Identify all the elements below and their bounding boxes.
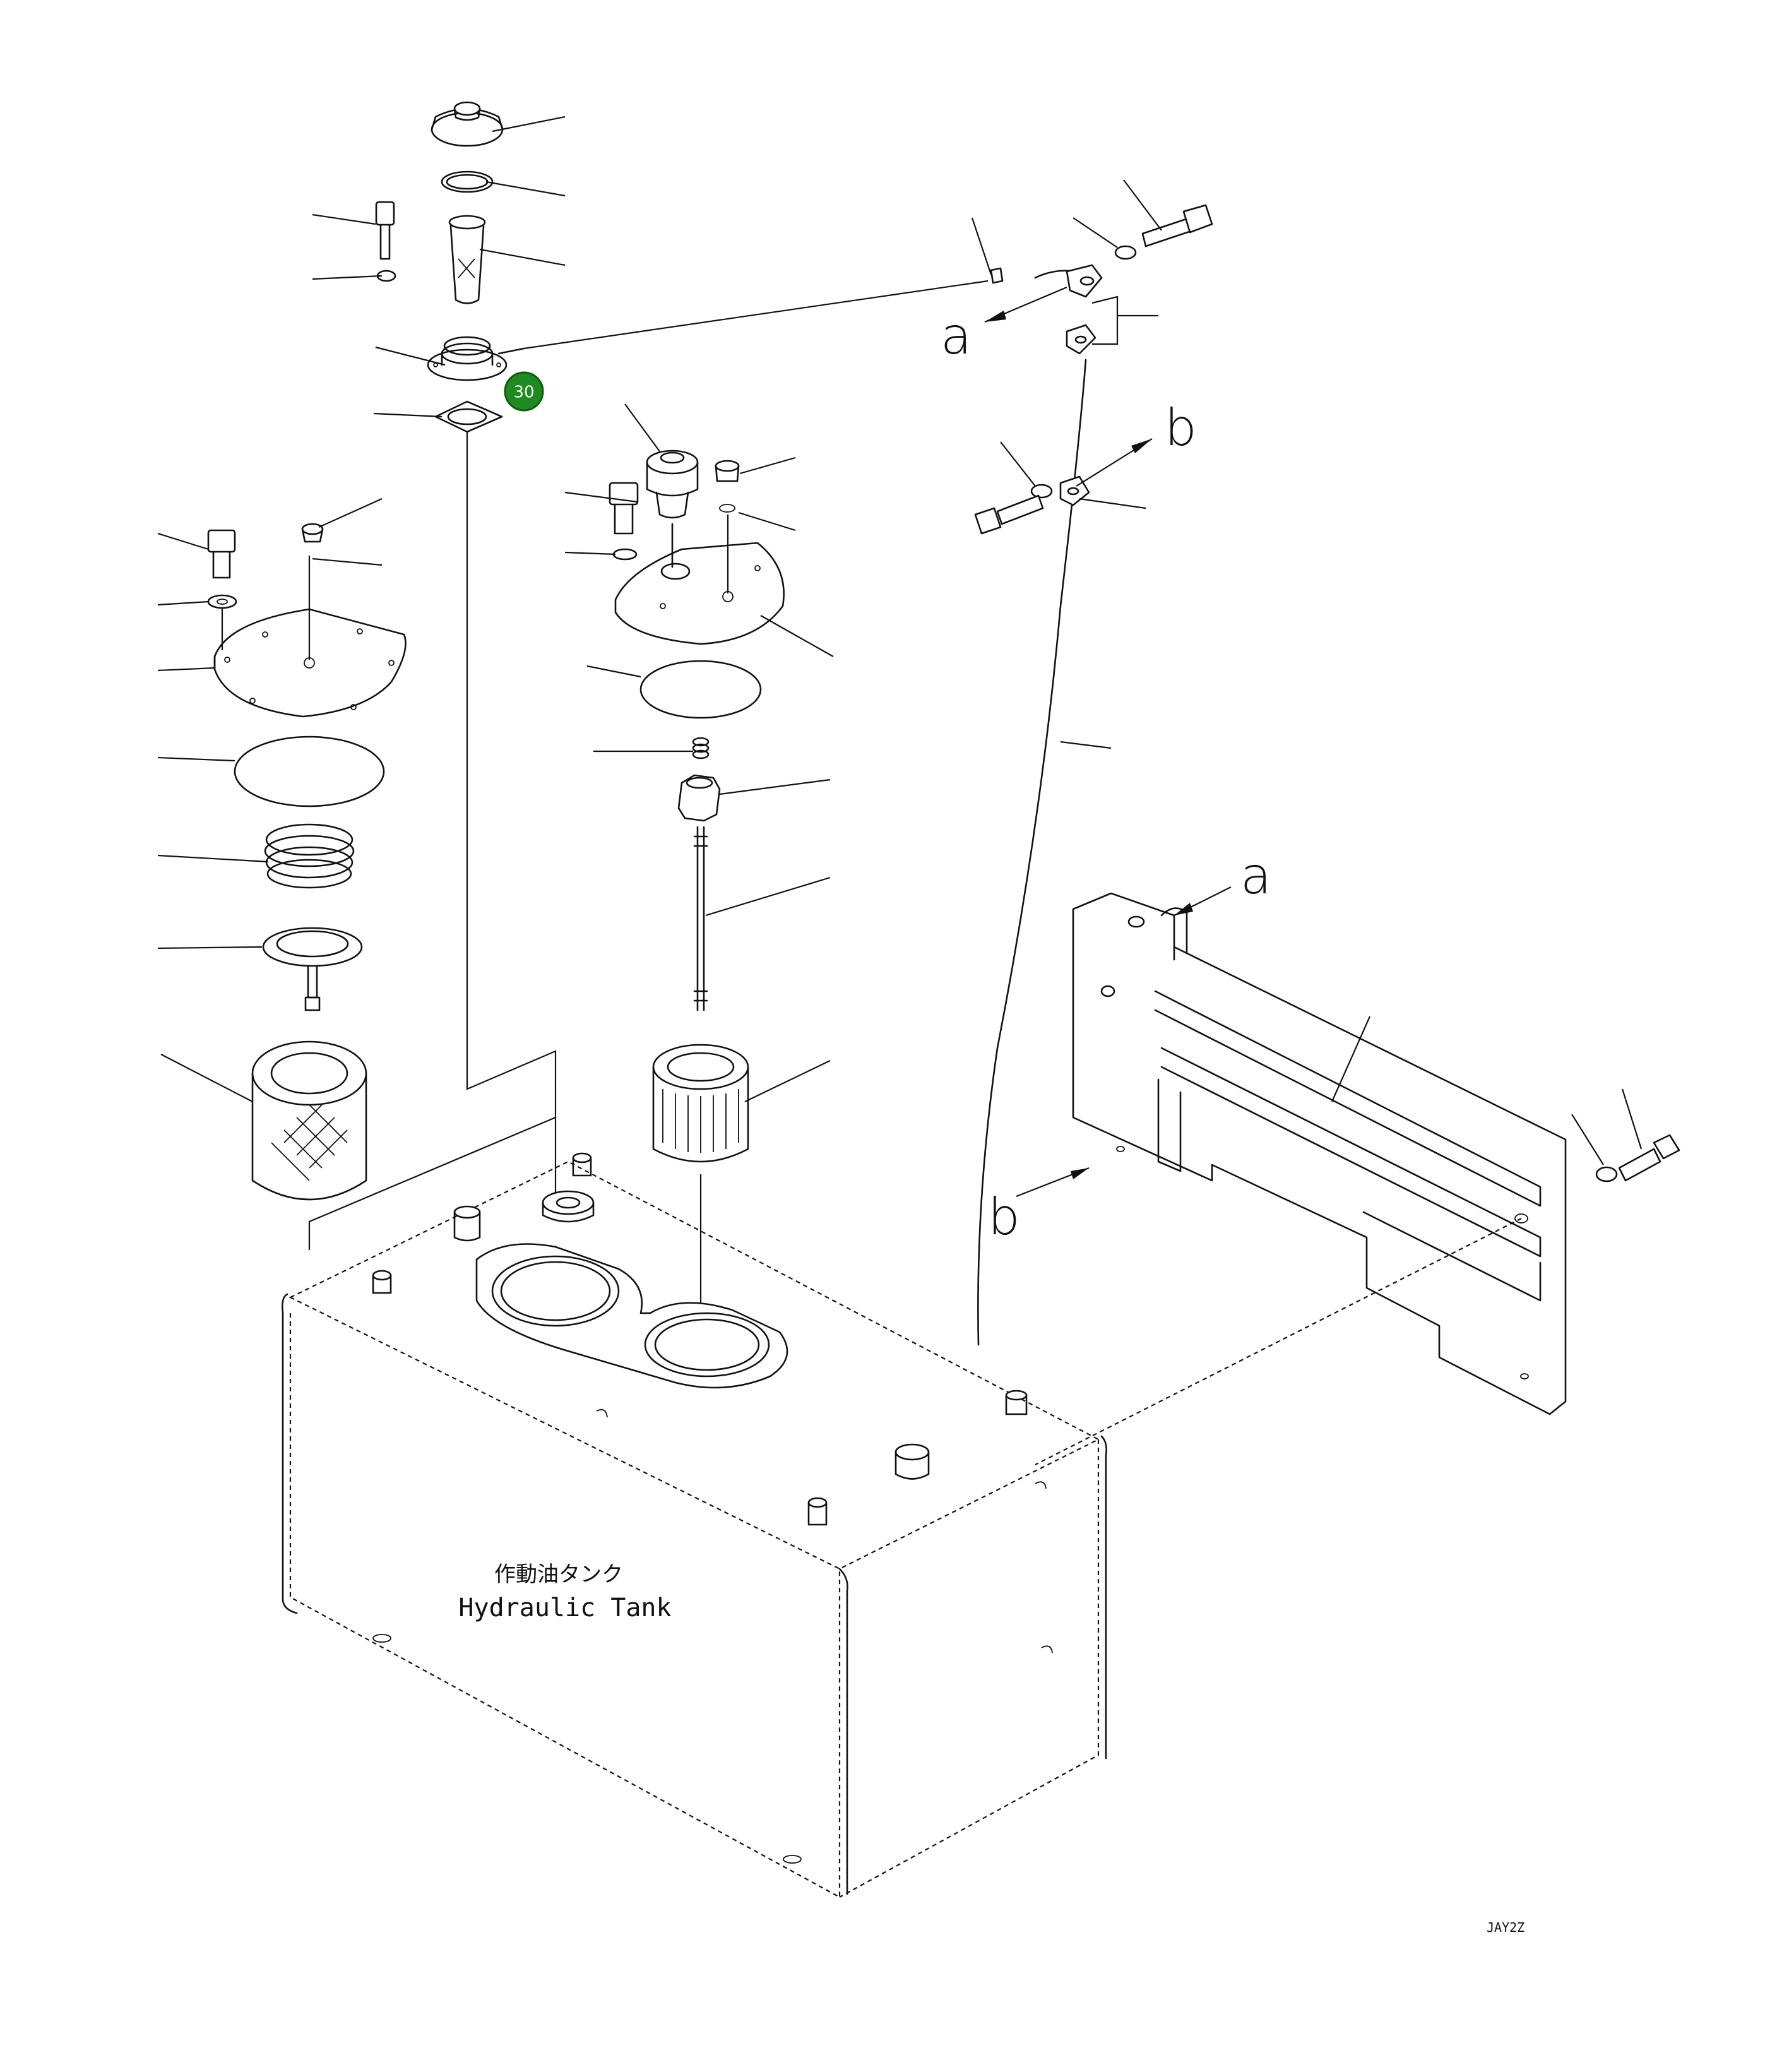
middle-washer-r (1030, 484, 1053, 499)
cap-bolt (375, 201, 395, 260)
clamp-upper (1066, 264, 1103, 355)
callout-badge-30[interactable]: 30 (504, 371, 544, 412)
arrow-a-bracket: a (1174, 847, 1271, 916)
left-spring (264, 823, 355, 889)
arrow-a-top: a (941, 286, 1067, 366)
svg-text:30: 30 (513, 383, 534, 402)
flange-gasket (434, 400, 503, 433)
svg-text:b: b (988, 1188, 1020, 1246)
strainer-tube (448, 215, 486, 304)
middle-valve-top (646, 450, 699, 519)
arrow-b-top: b (1076, 398, 1197, 487)
upper-washer (1114, 245, 1137, 260)
tank-label-jp: 作動油タンク (494, 1562, 623, 1587)
sensor-connector (990, 267, 1078, 284)
snap-ring (441, 170, 494, 193)
middle-filter-element (652, 1044, 749, 1163)
arrow-b-bracket: b (988, 1167, 1090, 1246)
left-o-ring (234, 735, 385, 807)
bracket-bolt (1618, 1134, 1680, 1182)
middle-spring (692, 737, 710, 759)
tank-label-en: Hydraulic Tank (458, 1593, 671, 1622)
upper-bolt (1141, 204, 1213, 247)
left-bolt (207, 529, 236, 579)
sensor-wire-link (523, 280, 989, 350)
bracket-washer (1595, 1166, 1618, 1182)
leader-lines (157, 116, 1643, 1165)
middle-bolt (609, 482, 639, 535)
middle-plug (715, 460, 740, 482)
level-gauge-flange (427, 336, 525, 381)
left-cover-plate (213, 608, 407, 718)
breather-cap (431, 101, 504, 147)
left-valve (262, 927, 363, 1011)
svg-text:b: b (1165, 398, 1197, 457)
mounting-bracket (1072, 892, 1567, 1415)
left-plug (301, 523, 324, 543)
hydraulic-tank: 作動油タンク Hydraulic Tank (282, 1152, 1107, 1898)
middle-cover-plate (614, 515, 785, 645)
left-washer (207, 594, 237, 609)
middle-bolt-r (974, 494, 1044, 535)
middle-rod (693, 826, 708, 1011)
clamp-middle (1059, 475, 1090, 506)
left-filter-element (251, 1040, 367, 1201)
middle-o-ring (639, 660, 762, 719)
middle-nut (677, 774, 721, 822)
svg-text:a: a (1240, 847, 1271, 905)
svg-text:a: a (941, 307, 972, 366)
drawing-code: JAY2Z (1487, 1920, 1524, 1935)
